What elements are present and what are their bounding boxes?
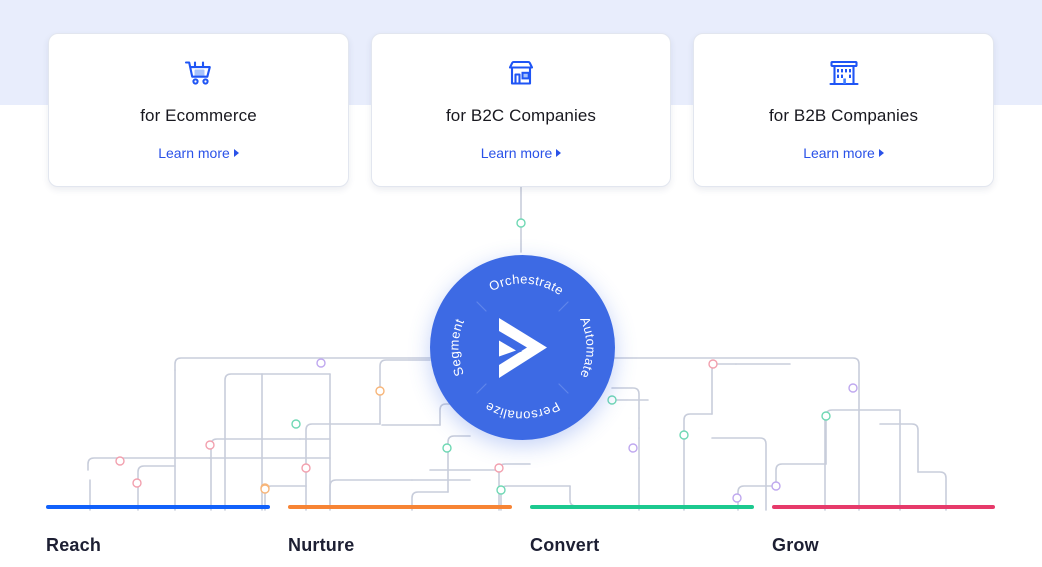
phase-reach: Reach [46,505,270,556]
circuit-node [316,358,326,368]
card-b2b[interactable]: for B2B Companies Learn more [693,33,994,187]
phase-nurture: Nurture [288,505,512,556]
phase-convert: Convert [530,505,754,556]
circuit-node [260,484,270,494]
card-ecommerce[interactable]: for Ecommerce Learn more [48,33,349,187]
circuit-node [821,411,831,421]
circuit-node [679,430,689,440]
phase-label: Reach [46,535,102,555]
phase-bar-reach [46,505,270,509]
office-building-icon [827,54,861,92]
phase-bar-nurture [288,505,512,509]
learn-more-link-b2c[interactable]: Learn more [481,145,562,161]
card-title: for Ecommerce [140,106,257,125]
hub-label-automate: Automate [577,314,599,380]
circuit-node [494,463,504,473]
phase-bar-convert [530,505,754,509]
phase-grow: Grow [772,505,995,556]
circuit-node [375,386,385,396]
hub-label-orchestrate: Orchestrate [487,271,567,298]
circuit-node [607,395,617,405]
hub-label-segment: Segment [446,316,467,378]
phase-label: Nurture [288,535,355,555]
lifecycle-phases: Reach Nurture Convert Grow [0,505,1042,567]
circuit-node [628,443,638,453]
hub-ring-labels: Orchestrate Automate Personalize Segment [446,271,599,424]
phase-label: Convert [530,535,600,555]
circuit-node [132,478,142,488]
circuit-node [848,383,858,393]
learn-more-label: Learn more [803,145,875,161]
chevron-right-icon [878,149,884,157]
shopping-cart-icon [182,54,216,92]
learn-more-link-ecommerce[interactable]: Learn more [158,145,239,161]
learn-more-link-b2b[interactable]: Learn more [803,145,884,161]
audience-cards-row: for Ecommerce Learn more for B2C Compani… [0,0,1042,200]
hub-label-personalize: Personalize [482,399,562,424]
circuit-node [496,485,506,495]
circuit-node [771,481,781,491]
circuit-node [708,359,718,369]
card-title: for B2B Companies [768,106,919,125]
phase-bar-grow [772,505,995,509]
circuit-node [115,456,125,466]
learn-more-label: Learn more [158,145,230,161]
circuit-node [732,493,742,503]
chevron-right-icon [556,149,562,157]
circuit-node [516,218,526,228]
card-title: for B2C Companies [445,106,597,125]
activecampaign-chevron-logo [498,317,547,378]
storefront-icon [504,54,538,92]
circuit-node [301,463,311,473]
capability-hub-circle: Orchestrate Automate Personalize Segment [430,255,615,440]
circuit-node [442,443,452,453]
card-b2c[interactable]: for B2C Companies Learn more [371,33,671,187]
learn-more-label: Learn more [480,145,553,161]
phase-label: Grow [772,535,819,555]
circuit-node [291,419,301,429]
circuit-node [205,440,215,450]
circuit-network-diagram [87,184,947,511]
chevron-right-icon [233,149,239,157]
